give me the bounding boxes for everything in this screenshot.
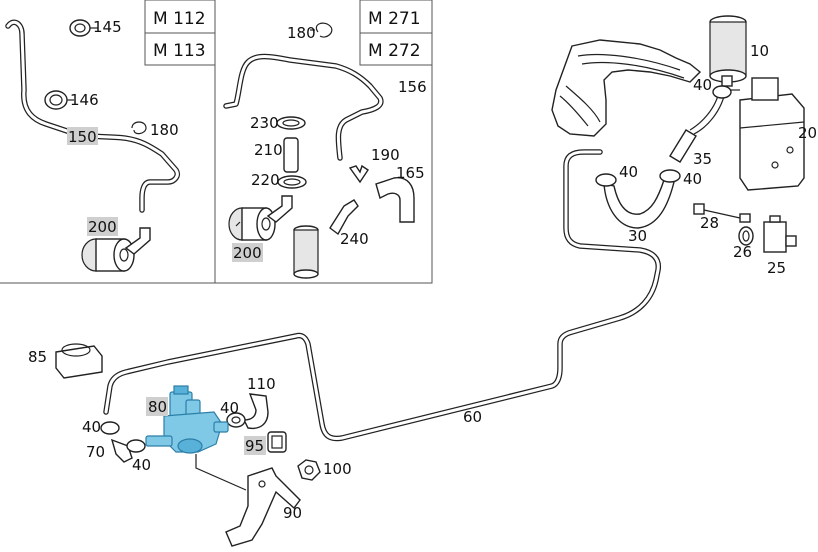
callout-156: 156 [398,78,427,96]
callout-230: 230 [250,114,279,132]
clamp-190 [348,164,369,184]
callout-200-right: 200 [233,244,262,262]
callout-95: 95 [245,437,264,455]
damper-95 [267,431,287,453]
valve-200-left [81,227,151,272]
callout-40-mid-left: 40 [619,163,638,181]
callout-240: 240 [340,230,369,248]
callout-145: 145 [93,18,122,36]
clamp-180-left [131,121,147,135]
clamp-40-bottom-valve [126,439,146,453]
callout-200-left: 200 [88,218,117,236]
callout-28: 28 [700,214,719,232]
purge-line-right-inset [223,53,384,161]
clamp-230 [276,116,306,130]
callout-165: 165 [396,164,425,182]
callout-110: 110 [247,375,276,393]
callout-190: 190 [371,146,400,164]
callout-35: 35 [693,150,712,168]
callout-220: 220 [251,171,280,189]
valve-200-right [228,195,293,241]
callout-highlights [67,127,266,455]
hose-240 [329,199,359,236]
hose-210 [283,137,299,173]
clamp-180-right [315,22,333,38]
clamp-40-right-valve [226,412,246,428]
callout-90: 90 [283,504,302,522]
callout-40-valve-bottom: 40 [132,456,151,474]
nut-100 [297,459,321,481]
purge-line-left-inset [5,19,181,213]
intake-manifold-20 [551,39,702,137]
bracket-85 [55,343,103,379]
clamp-40-left-30 [595,173,617,187]
callout-146: 146 [70,91,99,109]
fuel-line-60 [103,149,662,442]
charcoal-canister-20 [739,77,805,191]
hose-110 [242,393,269,430]
callout-100: 100 [323,460,352,478]
clamp-40-right-30 [659,169,681,183]
hose-30 [603,179,675,229]
bracket-link [195,454,247,491]
model-label-m271: M 271 [368,9,421,29]
purge-valve-80-highlighted[interactable] [145,385,229,454]
oring-26 [738,226,754,246]
callout-25: 25 [767,259,786,277]
callout-85: 85 [28,348,47,366]
clamp-146 [44,90,68,110]
callout-26: 26 [733,243,752,261]
callout-150: 150 [68,128,97,146]
callout-70: 70 [86,443,105,461]
valve-25 [763,215,797,253]
callout-30: 30 [628,227,647,245]
model-label-m113: M 113 [153,41,206,61]
reservoir-10 [709,15,747,87]
hose-70 [110,438,133,463]
clamp-145 [69,19,91,37]
model-label-m272: M 272 [368,41,421,61]
callout-40-mid-right: 40 [683,170,702,188]
callout-180-right: 180 [287,24,316,42]
sensor-28 [693,203,751,223]
callout-210: 210 [254,141,283,159]
inset-frame-right [215,0,433,284]
callout-10: 10 [750,42,769,60]
elbow-165 [375,177,415,223]
callout-60: 60 [463,408,482,426]
bracket-90 [225,467,301,547]
callout-40-valve-right: 40 [220,399,239,417]
clamp-220 [277,175,307,189]
clamp-40-left-valve [100,421,120,435]
callout-40-valve-left: 40 [82,418,101,436]
clamp-40-top [712,85,732,99]
leader-lines [67,27,740,227]
callout-labels: 145 146 150 180 200 180 156 230 210 190 … [28,18,817,522]
callout-20: 20 [798,124,817,142]
callout-180-left: 180 [150,121,179,139]
model-label-m112: M 112 [153,9,206,29]
filter-240 [293,225,319,279]
callout-80: 80 [148,398,167,416]
callout-40-top: 40 [693,76,712,94]
hose-35 [669,129,697,163]
